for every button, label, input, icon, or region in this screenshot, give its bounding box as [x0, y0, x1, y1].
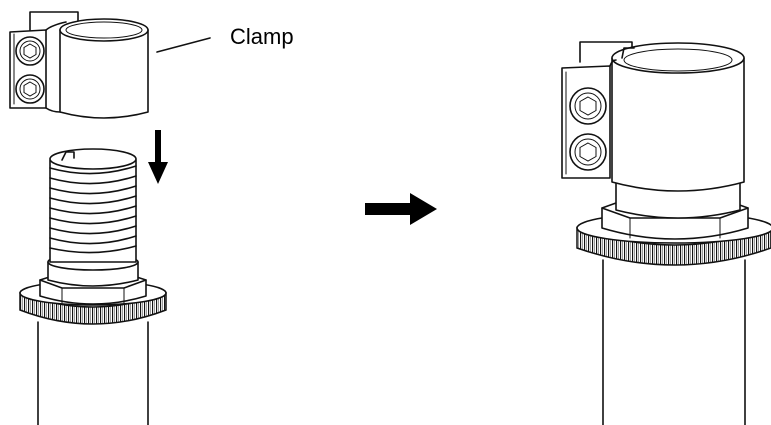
clamp-label: Clamp	[230, 24, 294, 49]
arrow-right-icon	[365, 193, 437, 225]
screw-top	[15, 36, 45, 66]
screw-bottom-assembled	[569, 133, 607, 171]
screw-top-assembled	[569, 87, 607, 125]
clamp-part	[9, 11, 149, 119]
threaded-sensor	[19, 148, 167, 425]
arrow-down-icon	[148, 130, 168, 184]
assembled-sensor	[561, 41, 771, 425]
thread-lines	[49, 165, 137, 254]
screw-bottom	[15, 74, 45, 104]
clamp-leader-line	[156, 37, 211, 53]
